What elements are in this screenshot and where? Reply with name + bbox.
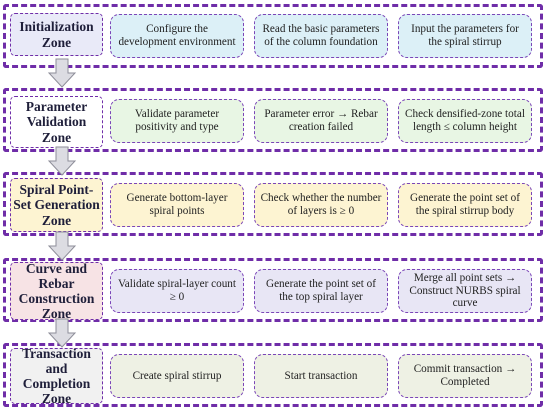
curve-rebar-construction-zone xyxy=(3,258,543,322)
parameter-validation-zone-label: Parameter Validation Zone xyxy=(10,96,103,148)
down-arrow-icon xyxy=(47,231,77,261)
generate-body-points-step: Generate the point set of the spiral sti… xyxy=(398,183,532,227)
spiral-point-set-generation-zone xyxy=(3,172,543,236)
down-arrow-icon xyxy=(47,146,77,176)
transaction-zone-label: Transaction and Completion Zone xyxy=(10,346,103,406)
start-transaction-step: Start transaction xyxy=(254,354,388,398)
initialization-zone xyxy=(3,4,543,68)
generate-top-layer-step: Generate the point set of the top spiral… xyxy=(254,269,388,313)
create-stirrup-step: Create spiral stirrup xyxy=(110,354,244,398)
transaction-completion-zone xyxy=(3,343,543,407)
check-layer-count-step: Check whether the number of layers is ≥ … xyxy=(254,183,388,227)
validate-layer-count-step: Validate spiral-layer count ≥ 0 xyxy=(110,269,244,313)
parameter-error-step: Parameter error → Rebar creation failed xyxy=(254,99,388,143)
spiral-point-set-zone-label: Spiral Point-Set Generation Zone xyxy=(10,178,103,232)
parameter-validation-zone xyxy=(3,88,543,152)
configure-environment-step: Configure the development environment xyxy=(110,14,244,58)
down-arrow-icon xyxy=(47,58,77,88)
merge-construct-nurbs-step: Merge all point sets → Construct NURBS s… xyxy=(398,269,532,313)
initialization-zone-label: Initialization Zone xyxy=(10,13,103,56)
read-column-parameters-step: Read the basic parameters of the column … xyxy=(254,14,388,58)
input-stirrup-parameters-step: Input the parameters for the spiral stir… xyxy=(398,14,532,58)
validate-positivity-step: Validate parameter positivity and type xyxy=(110,99,244,143)
check-densified-length-step: Check densified-zone total length ≤ colu… xyxy=(398,99,532,143)
commit-transaction-step: Commit transaction → Completed xyxy=(398,354,532,398)
curve-rebar-zone-label: Curve and Rebar Construction Zone xyxy=(10,261,103,321)
generate-bottom-points-step: Generate bottom-layer spiral points xyxy=(110,183,244,227)
down-arrow-icon xyxy=(47,318,77,348)
